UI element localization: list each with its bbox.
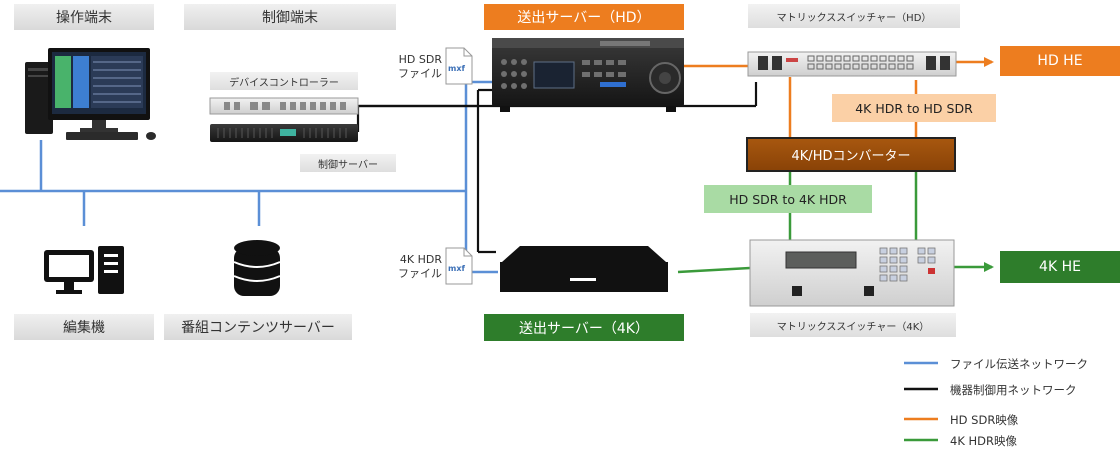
matrix-switcher-hd-label: マトリックススイッチャー（HD）	[748, 4, 960, 28]
mxf-file-icon: mxf	[445, 247, 473, 285]
legend-hd-sdr: HD SDR映像	[950, 413, 1019, 427]
control-server-icon	[210, 124, 358, 142]
tx-server-4k-label: 送出サーバー（4K）	[484, 314, 684, 341]
control-server-label: 制御サーバー	[300, 154, 396, 172]
4k-hdr-file-line-2: ファイル	[398, 267, 442, 280]
mxf-file-icon: mxf	[445, 47, 473, 85]
legend-lines	[904, 361, 938, 442]
device-controller-label: デバイスコントローラー	[210, 72, 358, 90]
matrix-switcher-4k-icon	[749, 239, 955, 307]
4k-hdr-file-label: 4K HDR ファイル	[384, 253, 442, 281]
legend-control-network: 機器制御用ネットワーク	[950, 383, 1077, 397]
hd-server-deck-icon	[492, 38, 684, 112]
control-network-lines	[356, 82, 758, 254]
tx-server-hd-label: 送出サーバー（HD）	[484, 4, 684, 30]
control-terminal-label: 制御端末	[184, 4, 396, 30]
content-server-label: 番組コンテンツサーバー	[164, 314, 352, 340]
operation-terminal-label: 操作端末	[14, 4, 154, 30]
4k-server-icon	[500, 246, 668, 292]
matrix-switcher-hd-icon	[747, 51, 957, 77]
hd-sdr-file-line-2: ファイル	[398, 67, 442, 80]
desktop-pc-icon	[25, 48, 156, 140]
monitor-tower-icon	[44, 246, 124, 294]
database-icon	[233, 240, 281, 296]
svg-text:mxf: mxf	[448, 264, 465, 273]
legend-file-network: ファイル伝送ネットワーク	[950, 357, 1088, 371]
legend-4k-hdr: 4K HDR映像	[950, 434, 1018, 448]
svg-text:mxf: mxf	[448, 64, 465, 73]
hd-sdr-file-label: HD SDR ファイル	[384, 53, 442, 81]
converter-label: 4K/HDコンバーター	[746, 137, 956, 172]
hd-sdr-file-line-1: HD SDR	[398, 53, 442, 66]
4k-hdr-file-line-1: 4K HDR	[399, 253, 442, 266]
editor-label: 編集機	[14, 314, 154, 340]
device-controller-icon	[209, 97, 359, 115]
hdr-to-sdr-label: 4K HDR to HD SDR	[832, 94, 996, 122]
sdr-to-hdr-label: HD SDR to 4K HDR	[704, 185, 872, 213]
4k-he-label: 4K HE	[1000, 251, 1120, 283]
hd-he-label: HD HE	[1000, 46, 1120, 76]
matrix-switcher-4k-label: マトリックススイッチャー（4K）	[750, 313, 956, 337]
